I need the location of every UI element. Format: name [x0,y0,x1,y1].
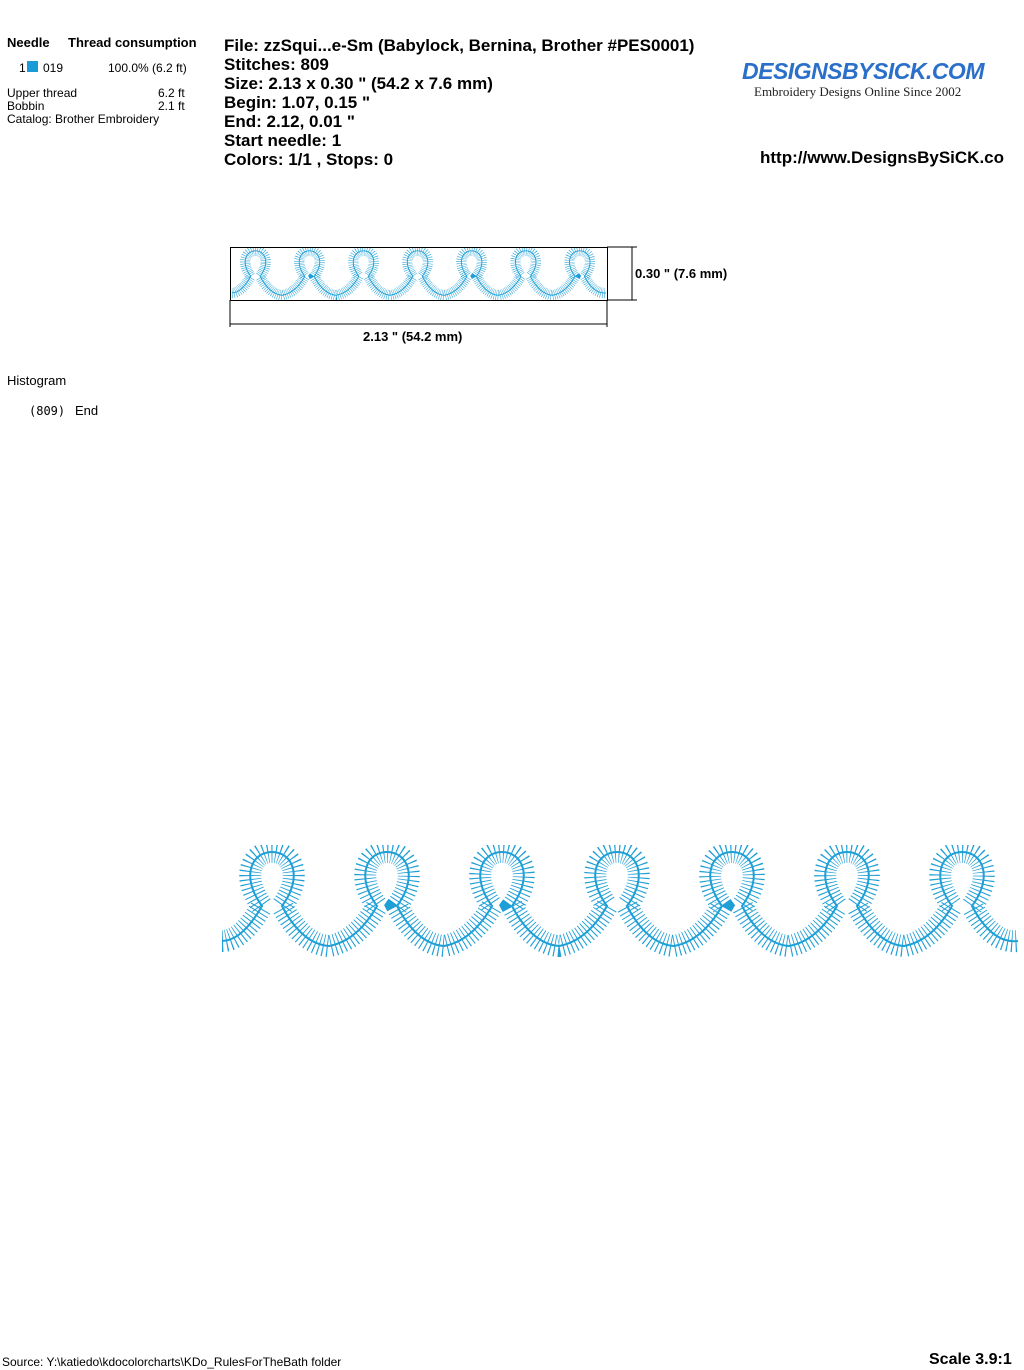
start-needle: Start needle: 1 [224,131,342,150]
bobbin-value: 2.1 ft [158,99,185,113]
satin-stitches [220,845,1020,957]
logo: DESIGNSBYSICK.COM Embroidery Designs Onl… [742,58,1020,99]
begin-point: Begin: 1.07, 0.15 " [224,93,371,112]
stitch-run [221,850,1019,948]
source-path: Source: Y:\katiedo\kdocolorcharts\KDo_Ru… [2,1355,342,1369]
file-name: File: zzSqui...e-Sm (Babylock, Bernina, … [224,36,695,55]
needle-number: 1 [19,61,26,75]
catalog: Catalog: Brother Embroidery [7,112,160,126]
stitch-count: Stitches: 809 [224,55,329,74]
width-dimension: 2.13 " (54.2 mm) [363,329,463,344]
logo-tagline: Embroidery Designs Online Since 2002 [754,84,962,99]
stitch-run [231,250,607,296]
needle-consumption: 100.0% (6.2 ft) [108,61,187,75]
colors-stops: Colors: 1/1 , Stops: 0 [224,150,394,169]
design-preview [231,245,607,301]
upper-thread-value: 6.2 ft [158,86,185,100]
end-point: End: 2.12, 0.01 " [224,112,355,131]
design-size: Size: 2.13 x 0.30 " (54.2 x 7.6 mm) [224,74,493,93]
design-preview-box [230,245,608,301]
histogram-count: (809) [29,404,66,418]
upper-thread-label: Upper thread [7,86,78,100]
dimension-lines [229,246,637,327]
histogram-end: End [75,403,99,418]
scale-label: Scale 3.9:1 [929,1351,1012,1368]
bobbin-label: Bobbin [7,99,45,113]
height-dimension: 0.30 " (7.6 mm) [635,266,728,281]
website-url[interactable]: http://www.DesignsBySiCK.co [760,148,1005,167]
thread-consumption-header: Thread consumption [68,35,197,50]
design-info: File: zzSqui...e-Sm (Babylock, Bernina, … [224,36,694,169]
design-large-view [220,845,1020,957]
needle-header: Needle [7,35,50,50]
needle-code: 019 [43,61,64,75]
needle-color-swatch [27,61,38,72]
histogram-title: Histogram [7,373,67,388]
logo-main: DESIGNSBYSICK.COM [742,58,984,84]
